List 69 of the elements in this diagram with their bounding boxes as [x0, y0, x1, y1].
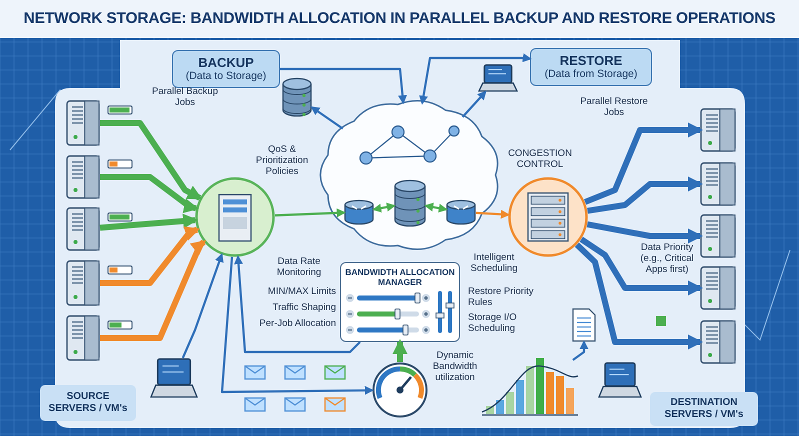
- double-arrow: [424, 202, 448, 213]
- callout-label: Traffic Shaping: [272, 302, 336, 313]
- server-icon: [700, 320, 736, 364]
- arrow: [587, 176, 703, 214]
- server-icon: [66, 155, 100, 199]
- arrow: [274, 208, 346, 218]
- arrow: [580, 236, 703, 296]
- database-icon: [282, 78, 312, 116]
- network-cloud-drawing: [320, 100, 500, 250]
- arrow: [220, 256, 374, 395]
- group-label-panel: [650, 392, 758, 426]
- control-panel: [340, 262, 460, 342]
- arrow: [310, 106, 344, 130]
- double-arrow: [419, 53, 532, 105]
- arrow: [586, 221, 703, 244]
- diagram-title: NETWORK STORAGE: BANDWIDTH ALLOCATION IN PARALLEL BACKUP AND RESTORE OPERATIONS: [0, 0, 799, 38]
- callout-label: CONGESTION CONTROL: [507, 148, 573, 170]
- panel-subtitle: (Data from Storage): [544, 68, 638, 81]
- group-label-panel: [40, 385, 136, 421]
- backup-gateway-drawing: [195, 177, 275, 257]
- server-icon: [66, 315, 100, 361]
- server-icon: [700, 266, 736, 310]
- arrow: [100, 226, 200, 286]
- laptop-icon: [478, 64, 518, 92]
- group-label: SOURCE SERVERS / VM's: [48, 391, 128, 415]
- panel-subtitle: (Data to Storage): [186, 70, 266, 83]
- mode-panel: [172, 50, 280, 88]
- panel-heading: BANDWIDTH ALLOCATION MANAGER: [345, 267, 455, 287]
- group-label: DESTINATION SERVERS / VM's: [664, 397, 744, 421]
- arrow: [462, 90, 486, 118]
- gauge-icon: [372, 362, 428, 418]
- callout-label: Dynamic Bandwidth utilization: [432, 350, 478, 383]
- panel-heading: BACKUP: [198, 55, 254, 70]
- arrow: [572, 340, 588, 361]
- mode-panel: [530, 48, 652, 86]
- arrow: [584, 122, 703, 205]
- callout-label: MIN/MAX Limits: [266, 286, 336, 297]
- callout-label: Parallel Restore Jobs: [579, 96, 649, 118]
- callout-label: Data Rate Monitoring: [276, 256, 322, 278]
- callout-label: Data Priority (e.g., Critical Apps first): [639, 242, 695, 275]
- router-icon: [446, 200, 476, 224]
- server-icon: [66, 207, 100, 251]
- arrow: [100, 120, 202, 201]
- laptop-icon: [150, 358, 198, 398]
- arrow: [476, 210, 510, 219]
- callout-label: Per-Job Allocation: [258, 318, 336, 329]
- arrow: [182, 253, 224, 358]
- server-icon: [66, 100, 100, 146]
- arrow: [234, 255, 361, 354]
- router-icon: [344, 200, 374, 224]
- arrow: [100, 214, 198, 231]
- callout-label: Storage I/O Scheduling: [468, 312, 518, 334]
- arrow: [100, 240, 206, 341]
- callout-label: QoS & Prioritization Policies: [254, 144, 310, 177]
- callout-label: Restore Priority Rules: [468, 286, 534, 308]
- storage-database-icon: [394, 180, 426, 226]
- panel-heading: RESTORE: [560, 53, 622, 68]
- server-icon: [700, 162, 736, 206]
- document-icon: [572, 308, 596, 342]
- server-icon: [66, 260, 100, 306]
- arrow: [280, 68, 407, 104]
- callout-label: Intelligent Scheduling: [469, 252, 518, 274]
- callout-label: Parallel Backup Jobs: [150, 86, 219, 108]
- arrow: [100, 174, 199, 214]
- server-icon: [700, 214, 736, 258]
- double-arrow: [372, 202, 396, 213]
- arrow: [392, 339, 408, 362]
- arrow: [574, 242, 703, 350]
- server-icon: [700, 108, 736, 152]
